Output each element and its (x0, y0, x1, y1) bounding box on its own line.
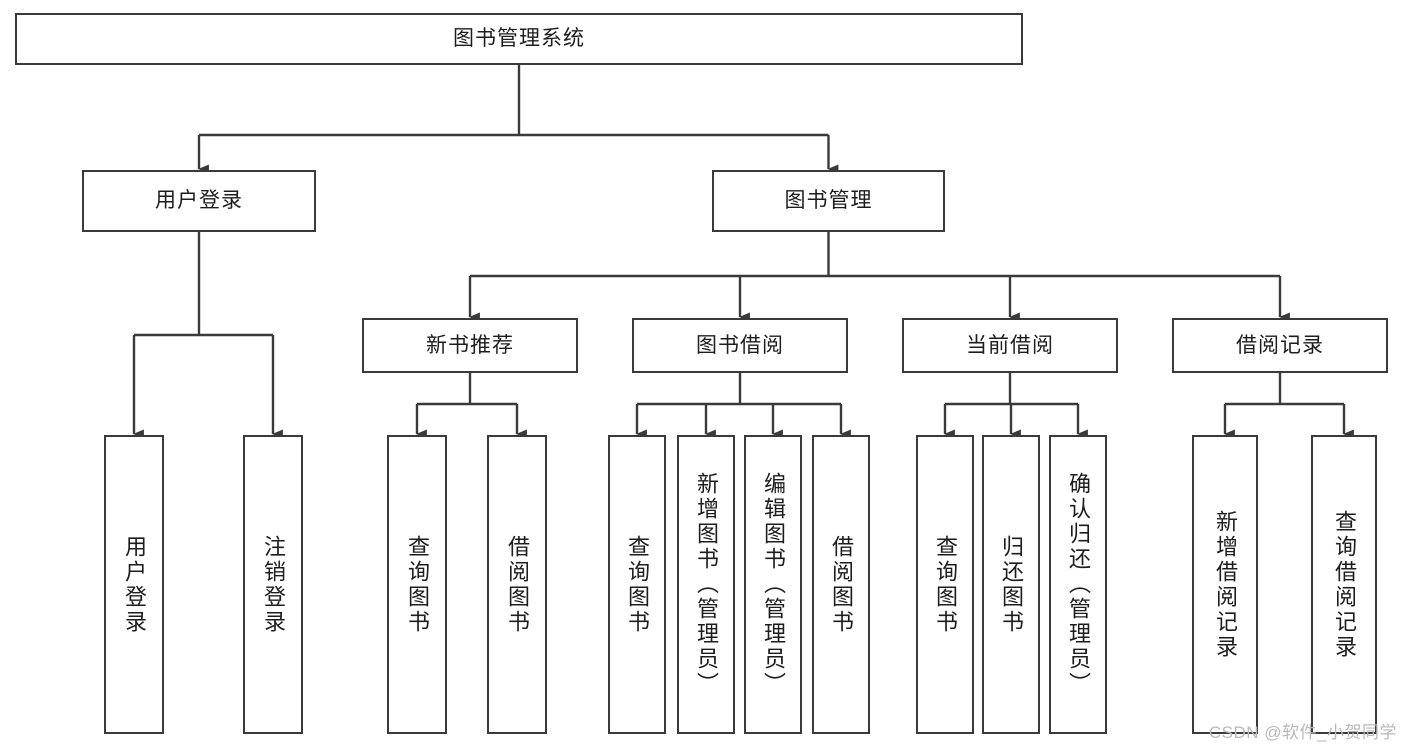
node-label: 查询图书 (933, 534, 958, 635)
node-user-login[interactable]: 用户登录 (82, 170, 316, 232)
node-label: 用户登录 (122, 534, 147, 635)
node-label: 确认归还（管理员） (1066, 472, 1091, 697)
node-leaf-add-borrow-record[interactable]: 新增借阅记录 (1192, 435, 1258, 734)
node-leaf-query-book-borrow[interactable]: 查询图书 (608, 435, 666, 734)
node-leaf-query-book-current[interactable]: 查询图书 (916, 435, 974, 734)
node-leaf-edit-book-admin[interactable]: 编辑图书（管理员） (744, 435, 802, 734)
node-leaf-add-book-admin[interactable]: 新增图书（管理员） (677, 435, 735, 734)
node-label: 编辑图书（管理员） (761, 472, 786, 697)
node-label: 当前借阅 (966, 333, 1054, 357)
node-label: 图书管理 (784, 189, 873, 213)
node-label: 查询图书 (625, 534, 650, 635)
node-label: 注销登录 (261, 534, 286, 635)
csdn-watermark: CSDN @软件_小贺同学 (1208, 723, 1397, 742)
node-label: 归还图书 (999, 534, 1024, 635)
node-root[interactable]: 图书管理系统 (15, 13, 1023, 65)
node-label: 查询借阅记录 (1332, 509, 1357, 660)
node-label: 新书推荐 (426, 333, 514, 357)
node-label: 借阅图书 (829, 534, 854, 635)
node-label: 新增图书（管理员） (694, 472, 719, 697)
node-label: 用户登录 (155, 189, 243, 213)
node-leaf-query-book-rec[interactable]: 查询图书 (387, 435, 447, 734)
node-leaf-user-login[interactable]: 用户登录 (104, 435, 164, 734)
node-leaf-confirm-return-admin[interactable]: 确认归还（管理员） (1049, 435, 1107, 734)
node-leaf-borrow-book[interactable]: 借阅图书 (812, 435, 870, 734)
node-book-borrow[interactable]: 图书借阅 (632, 318, 848, 373)
node-label: 借阅图书 (505, 534, 530, 635)
node-label: 图书管理系统 (453, 27, 585, 51)
node-new-book-recommend[interactable]: 新书推荐 (362, 318, 578, 373)
node-label: 查询图书 (405, 534, 430, 635)
node-borrow-record[interactable]: 借阅记录 (1172, 318, 1388, 373)
node-leaf-borrow-book-rec[interactable]: 借阅图书 (487, 435, 547, 734)
node-label: 借阅记录 (1236, 333, 1324, 357)
node-label: 新增借阅记录 (1213, 509, 1238, 660)
node-leaf-return-book[interactable]: 归还图书 (982, 435, 1040, 734)
node-current-borrow[interactable]: 当前借阅 (902, 318, 1118, 373)
node-leaf-query-borrow-record[interactable]: 查询借阅记录 (1311, 435, 1377, 734)
node-leaf-user-logout[interactable]: 注销登录 (243, 435, 303, 734)
node-book-manage[interactable]: 图书管理 (712, 170, 945, 232)
node-label: 图书借阅 (696, 333, 784, 357)
